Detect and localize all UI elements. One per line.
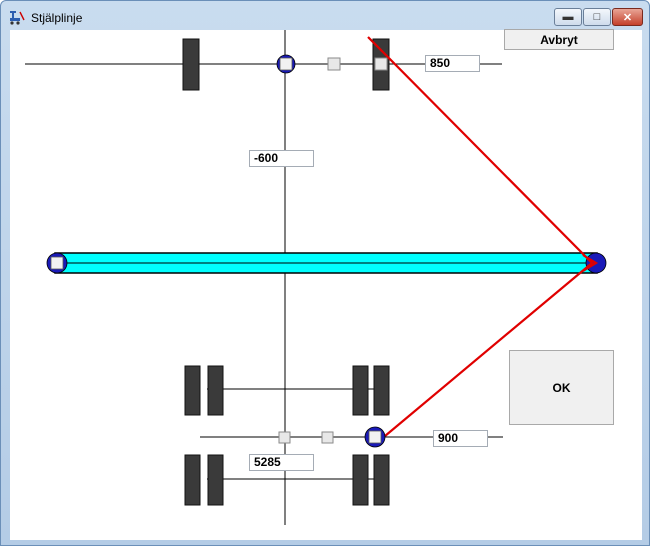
rear-lower-wheel-1: [184, 454, 201, 506]
window-title: Stjälplinje: [31, 11, 83, 25]
wheelbase-field[interactable]: 5285: [249, 454, 314, 471]
ok-button[interactable]: OK: [509, 350, 614, 425]
close-icon: ✕: [622, 11, 633, 24]
close-button[interactable]: ✕: [612, 8, 643, 26]
rear-upper-wheel-3: [352, 365, 369, 416]
rear-lower-wheel-4: [373, 454, 390, 506]
bottom-slider-handle-mid[interactable]: [321, 431, 334, 444]
bottom-axle-handle[interactable]: [364, 426, 386, 448]
title-bar[interactable]: Stjälplinje ▬ □ ✕: [1, 1, 649, 30]
rear-upper-wheel-4: [373, 365, 390, 416]
rear-lower-wheel-3: [352, 454, 369, 506]
top-left-wheel: [182, 38, 200, 91]
beam-left-handle[interactable]: [46, 252, 68, 274]
rear-upper-wheel-1: [184, 365, 201, 416]
rear-upper-wheel-2: [207, 365, 224, 416]
maximize-button[interactable]: □: [583, 8, 611, 26]
minimize-button[interactable]: ▬: [554, 8, 582, 26]
bottom-slider-handle-left[interactable]: [278, 431, 291, 444]
top-axle-field[interactable]: 850: [425, 55, 480, 72]
minimize-icon: ▬: [562, 11, 574, 23]
tipping-arrow: [582, 254, 599, 272]
top-center-handle[interactable]: [276, 54, 296, 74]
tipping-line-icon: [10, 11, 25, 25]
bottom-axle-field[interactable]: 900: [433, 430, 488, 447]
cancel-button[interactable]: Avbryt: [504, 29, 614, 50]
tipping-line: [367, 36, 594, 437]
drawing-area: Avbryt OK 850 -600 900 5285: [10, 29, 642, 540]
maximize-icon: □: [593, 11, 601, 23]
rear-lower-wheel-2: [207, 454, 224, 506]
center-offset-field[interactable]: -600: [249, 150, 314, 167]
vehicle-diagram: [25, 30, 607, 525]
top-wheel-handle[interactable]: [374, 57, 388, 71]
top-slider-handle[interactable]: [327, 57, 341, 71]
